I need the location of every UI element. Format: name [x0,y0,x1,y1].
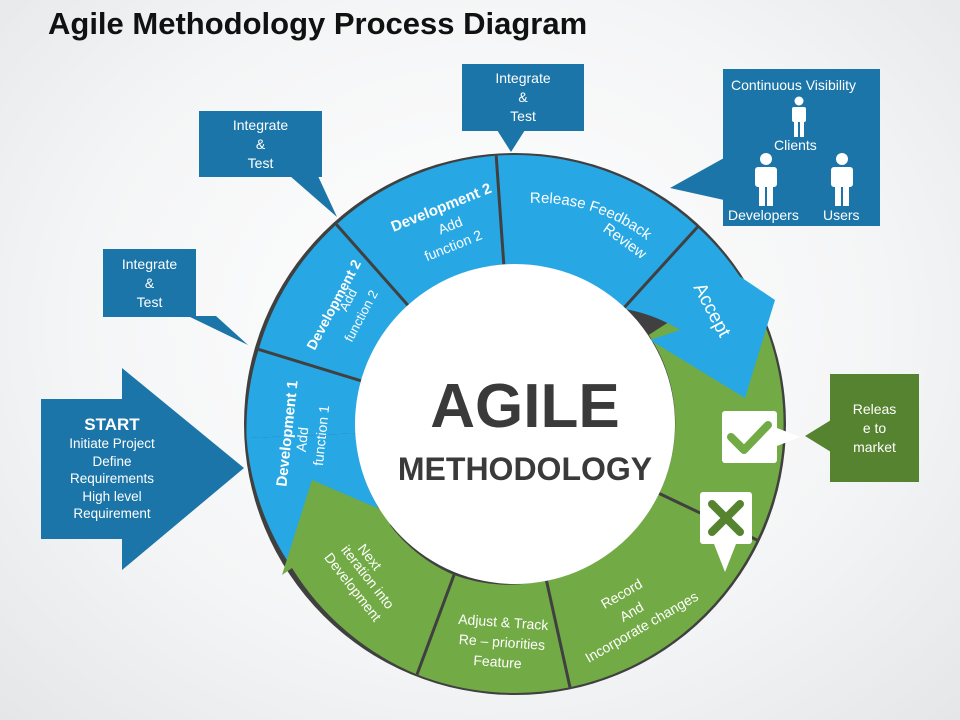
callout-1-line-1: Integrate [121,255,178,272]
release-line-3: market [853,438,896,455]
callout-1-line-3: Test [136,293,163,310]
callout-tail-visibility [670,158,724,200]
callout-1-line-2: & [144,274,155,291]
start-arrow [41,368,244,570]
segment-adjust-track [417,575,570,693]
segment-development-2a [258,224,409,382]
developer-person-icon [755,153,777,206]
adjust-line1: Adjust & Track [458,611,550,633]
start-line-3: Requirements [69,471,155,486]
integrate-test-callout-2: Integrate & Test [199,111,322,177]
callout-tail-release [805,420,831,452]
accept-arrow [623,227,775,398]
start-line-5: Requirement [73,506,151,521]
callout-tail-2 [290,176,337,217]
start-title: START [84,414,140,434]
callout-2-line-3: Test [247,154,274,171]
visibility-heading: Continuous Visibility [731,77,857,93]
page-title: Agile Methodology Process Diagram [48,6,588,41]
adjust-label: Adjust & Track Re – priorities Feature [458,611,550,672]
start-line-4: High level [82,488,142,504]
adjust-line3: Feature [473,652,522,671]
center-subtitle: METHODOLOGY [398,451,652,487]
callout-2-line-1: Integrate [232,116,289,133]
adjust-line2: Re – priorities [458,631,545,653]
release-to-market-box: Releas e to market [830,374,919,482]
cross-icon [700,492,752,572]
callout-tail-1 [188,316,248,345]
continuous-visibility-box: Continuous Visibility Clients Developers… [723,69,880,226]
development-1-line2: function 1 [310,404,332,466]
client-person-icon [792,96,806,137]
next-iteration-arrow [282,480,405,575]
development-1-desc: Add [293,426,312,452]
start-box: START Initiate Project Define Requiremen… [41,399,183,539]
callout-3-line-1: Integrate [495,70,551,86]
start-line-2: Define [92,453,132,469]
check-icon [722,411,800,463]
release-line-2: e to [862,419,887,436]
developers-label: Developers [728,207,799,223]
segment-development-1 [246,349,364,439]
callout-2-line-2: & [255,135,266,152]
release-line-1: Releas [852,400,897,417]
start-line-1: Initiate Project [69,436,155,451]
center-title: AGILE [430,372,619,441]
callout-3-line-3: Test [510,108,536,124]
development-1-line1: Add [293,426,312,452]
segment-development-2b [336,155,504,307]
center-circle [355,264,675,584]
development-1-desc2: function 1 [310,404,332,466]
segment-release-feedback [496,155,698,309]
clients-label: Clients [774,137,817,153]
integrate-test-callout-1: Integrate & Test [103,249,196,317]
integrate-test-callout-3: Integrate & Test [462,64,584,131]
user-person-icon [831,153,853,206]
callout-tail-3 [497,130,525,152]
users-label: Users [823,207,860,223]
callout-3-line-2: & [518,89,528,105]
